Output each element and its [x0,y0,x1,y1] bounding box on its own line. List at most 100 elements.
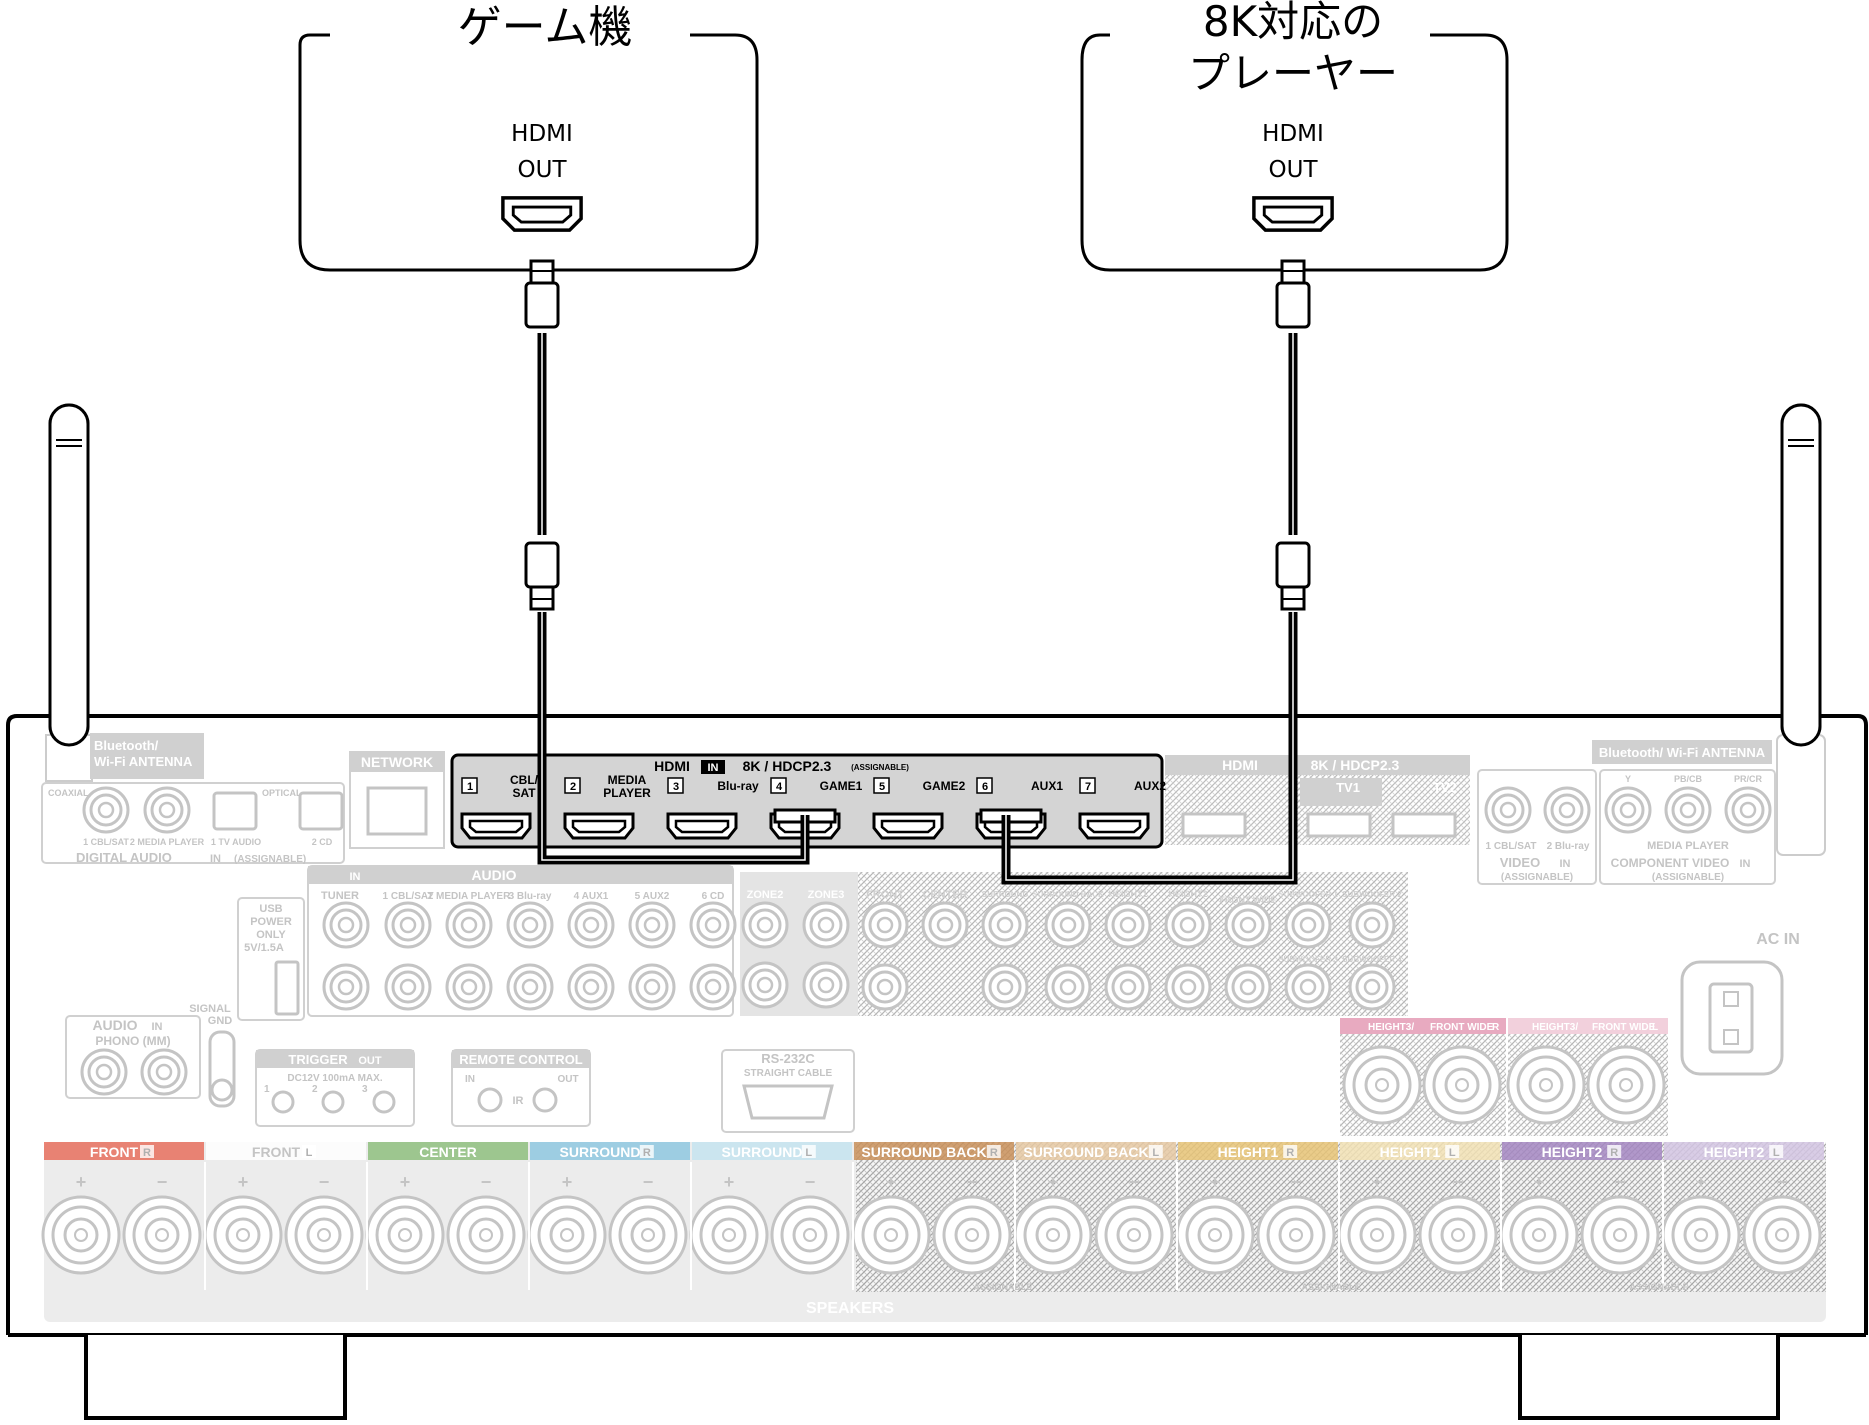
speaker-terminal[interactable] [770,1195,850,1275]
speaker-terminal[interactable] [203,1195,283,1275]
audio-in-jack[interactable] [689,963,737,1011]
audio-in-label: 6 CD [702,891,725,902]
phono-jack[interactable] [140,1048,188,1096]
speaker-terminal[interactable] [1422,1045,1502,1125]
audio-in-jack[interactable] [506,963,554,1011]
hdmi-in-port-1[interactable] [460,812,532,840]
speaker-terminal[interactable] [851,1195,931,1275]
tuner-jack[interactable] [322,963,370,1011]
gnd-terminal[interactable] [208,1030,236,1108]
zone-jack[interactable] [741,961,789,1009]
speaker-terminal[interactable] [1342,1045,1422,1125]
speaker-terminal[interactable] [365,1195,445,1275]
preout-jack[interactable] [921,901,969,949]
speaker-terminal[interactable] [689,1195,769,1275]
trigger-jack[interactable] [271,1090,295,1114]
trigger-jack[interactable] [372,1090,396,1114]
speaker-terminal[interactable] [1742,1195,1822,1275]
preout-jack[interactable] [1284,963,1332,1011]
hdmi-in-port-3[interactable] [666,812,738,840]
zone-jack[interactable] [741,901,789,949]
preout-jack[interactable] [1164,963,1212,1011]
video-jack[interactable] [1484,786,1532,834]
audio-in-jack[interactable] [384,901,432,949]
hdmi-out-port[interactable] [501,196,583,232]
speaker-terminal[interactable] [1256,1195,1336,1275]
audio-in-jack[interactable] [445,963,493,1011]
speaker-terminal[interactable] [41,1195,121,1275]
speaker-terminal[interactable] [122,1195,202,1275]
hdmi-out-port[interactable] [1252,196,1334,232]
speaker-terminal[interactable] [1013,1195,1093,1275]
phono-jack[interactable] [80,1048,128,1096]
preout-jack[interactable] [981,963,1029,1011]
preout-jack[interactable] [1164,901,1212,949]
preout-jack[interactable] [1044,963,1092,1011]
audio-in-jack[interactable] [567,963,615,1011]
speaker-terminal[interactable] [1175,1195,1255,1275]
preout-jack[interactable] [1104,963,1152,1011]
coaxial-jack[interactable] [143,786,191,834]
port-number: 6 [982,781,988,793]
usb-port[interactable] [274,960,300,1016]
optical-jack[interactable] [298,791,344,831]
speaker-side-badge: R [643,1147,651,1159]
preout-jack[interactable] [981,901,1029,949]
remote-out-jack[interactable] [532,1087,558,1113]
speaker-terminal[interactable] [284,1195,364,1275]
optical-jack[interactable] [212,791,258,831]
speaker-terminal[interactable] [1586,1045,1666,1125]
audio-in-jack[interactable] [628,963,676,1011]
speaker-terminal[interactable] [1499,1195,1579,1275]
preout-jack[interactable] [1224,963,1272,1011]
zone-jack[interactable] [802,901,850,949]
audio-in-jack[interactable] [506,901,554,949]
speaker-terminal[interactable] [932,1195,1012,1275]
speaker-terminal[interactable] [1094,1195,1174,1275]
speaker-terminal[interactable] [446,1195,526,1275]
video-jack[interactable] [1543,786,1591,834]
tuner-jack[interactable] [322,901,370,949]
in-badge: IN [210,853,221,865]
ac-inlet[interactable] [1708,982,1754,1054]
port-label: PR/CR [1734,774,1763,784]
preout-jack[interactable] [1348,901,1396,949]
component-jack[interactable] [1724,786,1772,834]
hdmi-in-port-5[interactable] [872,812,944,840]
coaxial-jack[interactable] [82,786,130,834]
preout-jack[interactable] [1044,901,1092,949]
preout-jack[interactable] [1348,963,1396,1011]
remote-in-jack[interactable] [477,1087,503,1113]
preout-jack[interactable] [1284,901,1332,949]
audio-in-jack[interactable] [567,901,615,949]
hdmi-plug [1275,259,1311,329]
speaker-terminal[interactable] [1661,1195,1741,1275]
hdmi-out-port[interactable] [1306,812,1372,838]
audio-in-jack[interactable] [384,963,432,1011]
preout-jack[interactable] [861,901,909,949]
audio-in-jack[interactable] [689,901,737,949]
speaker-terminal[interactable] [1580,1195,1660,1275]
component-jack[interactable] [1604,786,1652,834]
preout-jack[interactable] [1224,901,1272,949]
hdmi-out-port[interactable] [1181,812,1247,838]
speaker-terminal[interactable] [608,1195,688,1275]
zone-jack[interactable] [802,961,850,1009]
trigger-jack[interactable] [321,1090,345,1114]
hdmi-in-port-7[interactable] [1078,812,1150,840]
component-jack[interactable] [1664,786,1712,834]
ethernet-port[interactable] [366,786,428,836]
speaker-terminal[interactable] [1506,1045,1586,1125]
antenna-label: Bluetooth/ Wi-Fi ANTENNA [1599,745,1766,760]
hdmi-out-port[interactable] [1391,812,1457,838]
speaker-terminal[interactable] [1337,1195,1417,1275]
speaker-terminal[interactable] [527,1195,607,1275]
hdmi-in-port-2[interactable] [563,812,635,840]
preout-jack[interactable] [1104,901,1152,949]
audio-in-jack[interactable] [628,901,676,949]
preout-jack[interactable] [861,963,909,1011]
port-label: 2 CD [312,837,333,847]
audio-in-jack[interactable] [445,901,493,949]
rs232c-port[interactable] [742,1084,834,1120]
speaker-terminal[interactable] [1418,1195,1498,1275]
